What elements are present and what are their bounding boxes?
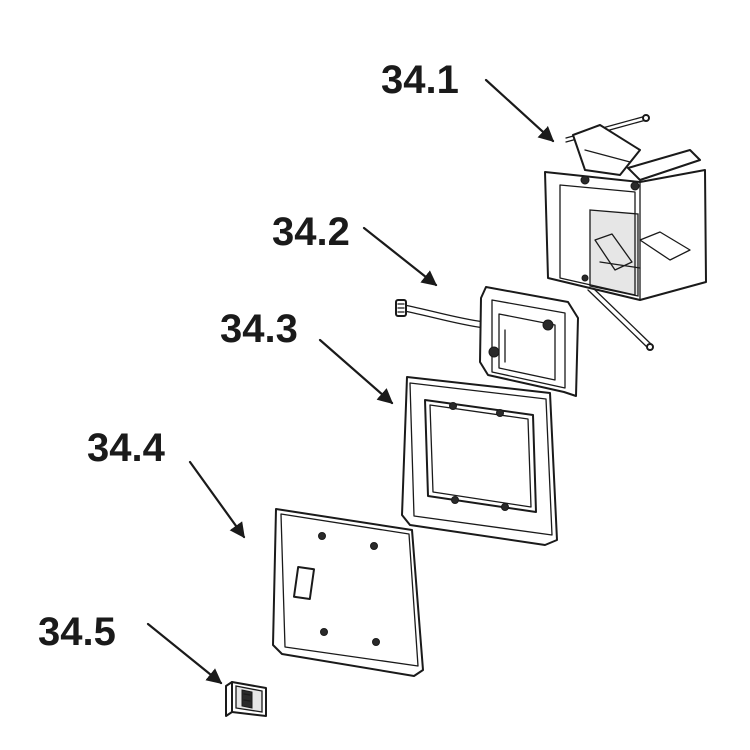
- callout-arrow-34-3: [318, 338, 394, 405]
- mounting-frame-part: [401, 376, 558, 546]
- callout-label-34-2: 34.2: [272, 210, 350, 254]
- callout-arrow-34-5: [146, 622, 223, 685]
- callout-arrow-34-2: [362, 226, 438, 287]
- callout-label-34-4: 34.4: [87, 426, 166, 470]
- electrical-box-part: [544, 114, 707, 351]
- callout-arrow-34-1: [484, 78, 555, 143]
- callout-label-34-5: 34.5: [38, 610, 116, 654]
- callout-label-34-1: 34.1: [381, 58, 459, 102]
- low-voltage-bracket-part: [395, 286, 579, 397]
- callout-arrow-34-4: [188, 460, 246, 539]
- callout-label-34-3: 34.3: [220, 307, 298, 351]
- switch-part: [225, 681, 267, 717]
- cover-plate-part: [272, 508, 424, 677]
